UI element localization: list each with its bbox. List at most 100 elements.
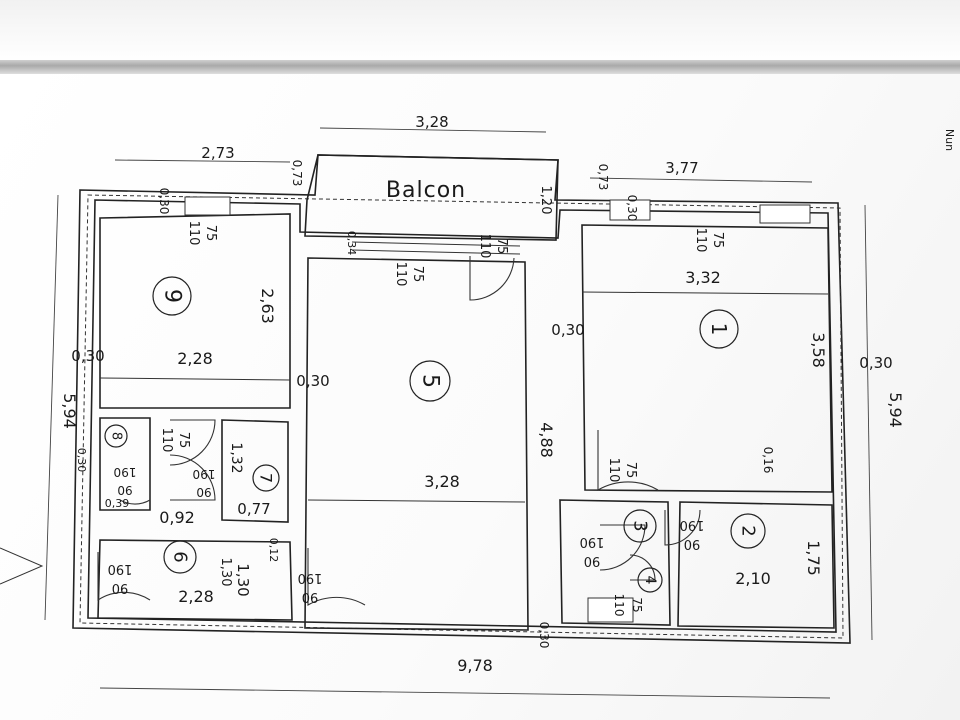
door-label-14: 110 bbox=[612, 594, 626, 617]
door-label-8: 110 bbox=[693, 228, 708, 253]
north-arrow-fragment bbox=[0, 547, 44, 585]
wall-room1 bbox=[581, 224, 833, 493]
room-8-number: 8 bbox=[109, 432, 124, 440]
dim-line-right bbox=[864, 204, 873, 641]
dim-label-3: 1,20 bbox=[538, 186, 553, 215]
door-label-5: 75 bbox=[410, 266, 425, 283]
dim-line-top-mid bbox=[319, 127, 547, 133]
window-room4 bbox=[587, 597, 634, 623]
door-label-23: 190 bbox=[580, 534, 605, 549]
edge-text: Nun bbox=[943, 129, 956, 151]
room-5: 5 bbox=[409, 360, 451, 402]
balcony-label: Balcon bbox=[386, 178, 466, 203]
dim-label-15: 0,39 bbox=[105, 497, 130, 510]
door-label-3: 75 bbox=[494, 238, 509, 255]
room8-width: 0,92 bbox=[159, 508, 195, 527]
door-label-6: 110 bbox=[393, 262, 408, 287]
room5-height: 4,88 bbox=[537, 422, 556, 458]
door-label-1: 75 bbox=[203, 225, 218, 242]
overall-top-left: 2,73 bbox=[201, 144, 234, 162]
wall-room6 bbox=[97, 539, 293, 621]
dim-label-10: 0,30 bbox=[859, 354, 892, 372]
dim-label-14: 0,12 bbox=[267, 538, 280, 563]
outer-wall-outer bbox=[72, 154, 851, 644]
book-page-top bbox=[0, 0, 960, 64]
door-label-15: 190 bbox=[114, 465, 137, 479]
dim-label-9: 0,30 bbox=[71, 347, 104, 365]
door-room4 bbox=[629, 554, 656, 581]
door-room8 bbox=[119, 470, 151, 505]
dim-label-5: 0,30 bbox=[625, 195, 639, 222]
door-label-20: 90 bbox=[112, 580, 129, 595]
room-9-number: 9 bbox=[160, 289, 185, 303]
door-room5-hall bbox=[307, 548, 366, 606]
room-6-number: 6 bbox=[170, 551, 191, 562]
room-2-number: 2 bbox=[738, 525, 759, 536]
room-1: 1 bbox=[699, 309, 739, 349]
room-5-number: 5 bbox=[418, 374, 443, 388]
window-room1-2 bbox=[759, 204, 811, 224]
door-label-24: 90 bbox=[584, 553, 601, 568]
balcony-sill-2 bbox=[351, 249, 521, 255]
door-room6 bbox=[97, 552, 151, 602]
door-label-22: 90 bbox=[302, 589, 319, 604]
dim-label-6: 0,34 bbox=[345, 231, 358, 256]
room5-width: 3,28 bbox=[424, 472, 460, 491]
balcony-sill bbox=[351, 241, 521, 247]
wall-room2 bbox=[677, 501, 835, 629]
room6-width: 2,28 bbox=[178, 587, 214, 606]
room-4-number: 4 bbox=[642, 576, 658, 585]
wall-room8 bbox=[99, 417, 151, 511]
room9-width: 2,28 bbox=[177, 349, 213, 368]
door-label-26: 90 bbox=[684, 536, 701, 551]
room5-divider bbox=[307, 499, 526, 503]
window-room1 bbox=[609, 199, 651, 221]
door-room7 bbox=[169, 454, 216, 501]
door-label-11: 75 bbox=[176, 432, 191, 449]
room-8: 8 bbox=[104, 424, 128, 448]
room-3-number: 3 bbox=[630, 520, 651, 531]
room-2: 2 bbox=[730, 513, 766, 549]
room-6: 6 bbox=[163, 540, 197, 574]
door-label-18: 90 bbox=[196, 485, 211, 499]
door-room1 bbox=[597, 430, 659, 491]
door-room3 bbox=[599, 524, 646, 571]
dim-line-top-left bbox=[114, 159, 291, 163]
room2-height: 1,75 bbox=[804, 540, 823, 576]
door-room2 bbox=[664, 509, 701, 546]
door-label-2: 110 bbox=[186, 221, 201, 246]
door-label-16: 90 bbox=[117, 483, 132, 497]
room-4: 4 bbox=[637, 567, 663, 593]
dim-label-16: 1,30 bbox=[218, 558, 233, 587]
dim-label-2: 0,73 bbox=[596, 164, 610, 191]
door-label-7: 75 bbox=[710, 232, 725, 249]
dim-label-8: 0,30 bbox=[296, 372, 329, 390]
room2-width: 2,10 bbox=[735, 569, 771, 588]
dim-line-bottom bbox=[99, 687, 831, 699]
room1-height: 3,58 bbox=[809, 332, 828, 368]
door-label-13: 75 bbox=[630, 597, 644, 612]
dim-line-left bbox=[44, 194, 59, 621]
room9-height: 2,63 bbox=[258, 288, 277, 324]
door-label-4: 110 bbox=[477, 234, 492, 259]
room1-divider bbox=[581, 291, 829, 295]
overall-height-right: 5,94 bbox=[886, 392, 905, 428]
window-room9 bbox=[184, 196, 231, 216]
door-balcony bbox=[469, 256, 515, 301]
room-7-number: 7 bbox=[257, 473, 276, 483]
room9-divider bbox=[99, 377, 291, 381]
door-room8-hall bbox=[169, 419, 216, 466]
door-label-17: 190 bbox=[193, 467, 216, 481]
room-3: 3 bbox=[623, 509, 657, 543]
dim-label-13: 0,30 bbox=[75, 448, 88, 473]
dim-label-11: 0,30 bbox=[537, 622, 551, 649]
overall-top-right: 3,77 bbox=[665, 159, 698, 177]
door-label-21: 190 bbox=[298, 570, 323, 585]
room6-height: 1,30 bbox=[234, 563, 252, 596]
outer-wall-dashed bbox=[79, 194, 844, 639]
balcony-outline bbox=[304, 154, 559, 241]
dim-label-12: 0,16 bbox=[761, 447, 775, 474]
room-9: 9 bbox=[152, 276, 192, 316]
room7-width: 1,32 bbox=[228, 442, 244, 473]
